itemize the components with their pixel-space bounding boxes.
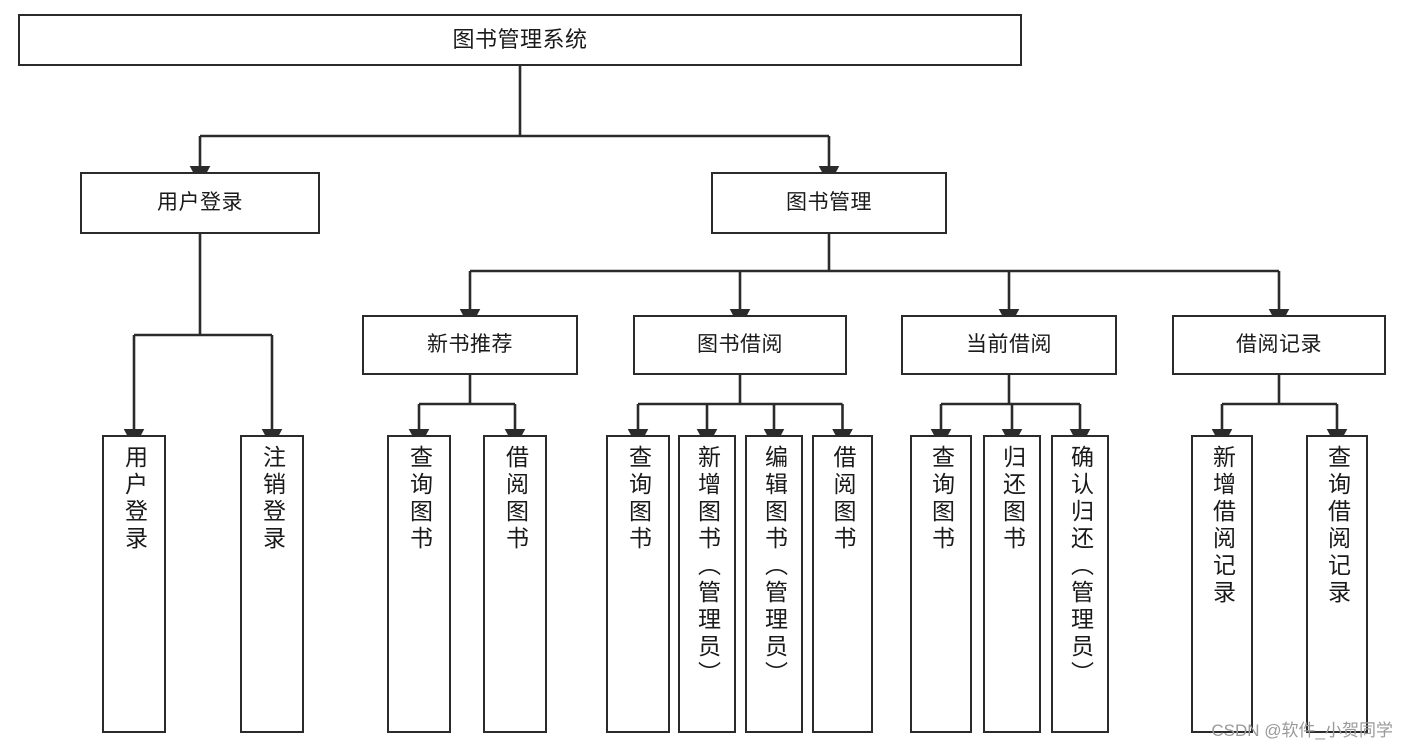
node-label-leaf_edit: 编辑图书（管理员）	[761, 445, 788, 688]
node-leaf_add[interactable]: 新增图书（管理员）	[678, 435, 736, 733]
node-label-leaf_logout: 注销登录	[259, 445, 286, 553]
node-label-leaf_ret: 归还图书	[999, 445, 1026, 553]
node-label-leaf_q3: 查询图书	[928, 445, 955, 553]
node-leaf_login[interactable]: 用户登录	[102, 435, 166, 733]
node-leaf_addrec[interactable]: 新增借阅记录	[1191, 435, 1253, 733]
node-leaf_b2[interactable]: 借阅图书	[812, 435, 873, 733]
node-current[interactable]: 当前借阅	[901, 315, 1117, 375]
node-label-leaf_q1: 查询图书	[406, 445, 433, 553]
node-label-leaf_conf: 确认归还（管理员）	[1067, 445, 1094, 688]
node-label-newbook: 新书推荐	[427, 332, 513, 356]
node-root[interactable]: 图书管理系统	[18, 14, 1022, 66]
node-records[interactable]: 借阅记录	[1172, 315, 1386, 375]
node-label-login: 用户登录	[157, 190, 243, 214]
edges-group	[123, 66, 1348, 449]
node-leaf_q1[interactable]: 查询图书	[387, 435, 451, 733]
node-leaf_qrec[interactable]: 查询借阅记录	[1306, 435, 1368, 733]
node-label-current: 当前借阅	[966, 332, 1052, 356]
node-label-leaf_add: 新增图书（管理员）	[694, 445, 721, 688]
node-leaf_ret[interactable]: 归还图书	[983, 435, 1041, 733]
node-leaf_q3[interactable]: 查询图书	[910, 435, 972, 733]
node-borrow[interactable]: 图书借阅	[633, 315, 847, 375]
node-label-leaf_b2: 借阅图书	[830, 445, 856, 553]
node-leaf_edit[interactable]: 编辑图书（管理员）	[745, 435, 803, 733]
node-leaf_q2[interactable]: 查询图书	[606, 435, 670, 733]
node-label-leaf_login: 用户登录	[121, 445, 148, 553]
node-label-records: 借阅记录	[1236, 332, 1322, 356]
node-label-root: 图书管理系统	[452, 27, 588, 53]
node-leaf_conf[interactable]: 确认归还（管理员）	[1051, 435, 1109, 733]
node-leaf_logout[interactable]: 注销登录	[240, 435, 304, 733]
node-label-leaf_addrec: 新增借阅记录	[1209, 445, 1236, 607]
node-label-leaf_qrec: 查询借阅记录	[1324, 445, 1351, 607]
node-login[interactable]: 用户登录	[80, 172, 320, 234]
node-leaf_b1[interactable]: 借阅图书	[483, 435, 547, 733]
node-label-bookmgmt: 图书管理	[786, 190, 872, 214]
node-label-borrow: 图书借阅	[697, 332, 783, 356]
node-label-leaf_b1: 借阅图书	[502, 445, 529, 553]
node-newbook[interactable]: 新书推荐	[362, 315, 578, 375]
watermark-text: CSDN @软件_小贺同学	[1211, 721, 1393, 740]
node-bookmgmt[interactable]: 图书管理	[711, 172, 947, 234]
node-label-leaf_q2: 查询图书	[625, 445, 652, 553]
